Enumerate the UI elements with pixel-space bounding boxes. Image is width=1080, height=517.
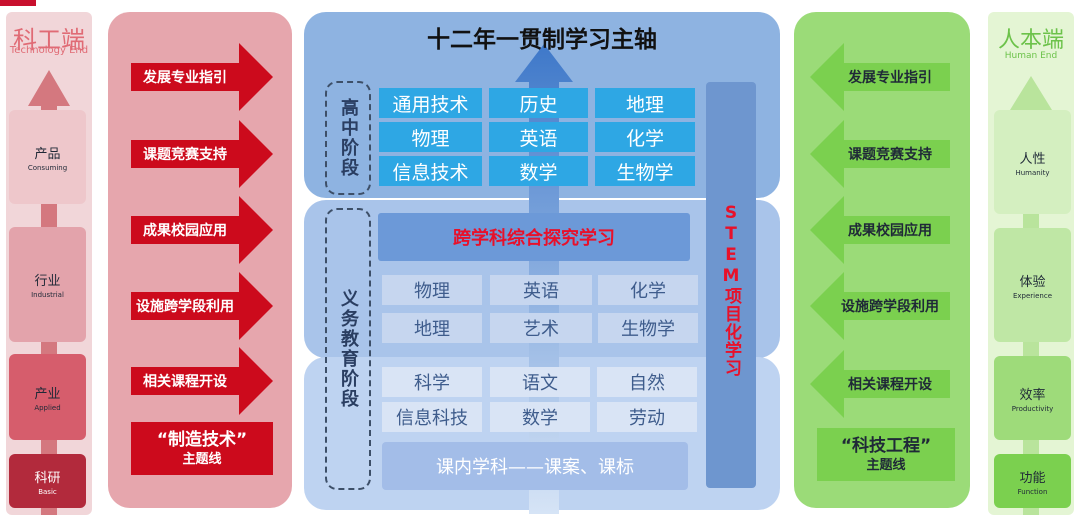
tier-applied-cn: 产业 <box>34 386 61 402</box>
hs-subject-chemistry: 化学 <box>595 122 695 152</box>
tier-industrial-en: Industrial <box>31 291 64 299</box>
left-arrow-3-label: 成果校园应用 <box>143 223 227 239</box>
left-arrow-4-label: 设施跨学段利用 <box>136 299 234 315</box>
human-end-title: 人本端 <box>997 28 1064 53</box>
technology-end-title: 科工端 <box>13 26 85 54</box>
main-axis-title: 十二年一贯制学习主轴 <box>427 27 657 53</box>
right-arrow-4: 设施跨学段利用 <box>810 272 950 340</box>
tier-experience-cn: 体验 <box>1019 274 1046 290</box>
left-arrow-2: 课题竞赛支持 <box>131 120 273 188</box>
left-arrow-5-label: 相关课程开设 <box>143 374 227 390</box>
tier-experience-en: Experience <box>1012 291 1053 300</box>
tier-productivity: 效率 Productivity <box>994 356 1071 440</box>
tier-basic-en: Basic <box>38 487 57 496</box>
ps-subject-science: 科学 <box>382 367 482 397</box>
tier-humanity-en: Humanity <box>1015 168 1050 177</box>
tier-industrial-cn: 行业 <box>34 274 61 289</box>
hs-subject-geography: 地理 <box>595 88 695 118</box>
right-arrow-5: 相关课程开设 <box>810 350 950 418</box>
left-arrow-4: 设施跨学段利用 <box>131 272 273 340</box>
right-arrow-2-label: 课题竞赛支持 <box>848 147 932 163</box>
right-arrow-1: 发展专业指引 <box>810 43 950 111</box>
tier-consuming-en: Consuming <box>27 163 68 172</box>
ms-subject-geography: 地理 <box>382 313 482 343</box>
high-school-label-box <box>325 81 371 195</box>
compulsory-label-box <box>325 208 371 490</box>
hs-subject-physics: 物理 <box>379 122 482 152</box>
tier-function-en: Function <box>1017 487 1048 496</box>
ms-subject-biology: 生物学 <box>598 313 698 343</box>
tier-experience: 体验 Experience <box>994 228 1071 342</box>
left-arrow-5: 相关课程开设 <box>131 347 273 415</box>
left-arrow-1: 发展专业指引 <box>131 43 273 111</box>
ms-subject-chemistry: 化学 <box>598 275 698 305</box>
tier-consuming: 产品 Consuming <box>9 110 86 204</box>
manufacturing-theme-title: “制造技术” <box>156 429 248 450</box>
tier-applied-en: Applied <box>34 403 61 412</box>
ms-subject-art: 艺术 <box>490 313 592 343</box>
tier-applied: 产业 Applied <box>9 354 86 440</box>
technology-end-subtitle: Technology End <box>9 45 89 56</box>
interdisciplinary-banner: 跨学科综合探究学习 <box>378 213 690 261</box>
human-end-subtitle: Human End <box>1004 51 1058 61</box>
hs-subject-general-tech: 通用技术 <box>379 88 482 118</box>
stem-project-label: STEM项目化学习 <box>721 203 741 377</box>
right-arrow-3: 成果校园应用 <box>810 196 950 264</box>
ps-subject-chinese: 语文 <box>490 367 590 397</box>
manufacturing-theme-subtitle: 主题线 <box>182 451 222 467</box>
ms-subject-english: 英语 <box>490 275 592 305</box>
compulsory-education-label: 义务教育阶段 <box>338 289 359 409</box>
tech-engineering-theme-title: “科技工程” <box>840 435 932 456</box>
ps-subject-labor: 劳动 <box>597 402 697 432</box>
right-arrow-4-label: 设施跨学段利用 <box>841 299 939 315</box>
tier-productivity-cn: 效率 <box>1019 387 1046 403</box>
left-arrow-3: 成果校园应用 <box>131 196 273 264</box>
tier-function-cn: 功能 <box>1019 470 1046 486</box>
corner-accent <box>0 0 36 6</box>
tech-engineering-theme-box: “科技工程” 主题线 <box>817 428 955 481</box>
manufacturing-theme-box: “制造技术” 主题线 <box>131 422 273 475</box>
hs-subject-biology: 生物学 <box>595 156 695 186</box>
high-school-label: 高中阶段 <box>338 98 359 178</box>
tier-humanity: 人性 Humanity <box>994 110 1071 214</box>
right-arrow-2: 课题竞赛支持 <box>810 120 950 188</box>
ps-subject-math: 数学 <box>490 402 590 432</box>
hs-subject-info-tech: 信息技术 <box>379 156 482 186</box>
left-arrow-2-label: 课题竞赛支持 <box>143 147 227 163</box>
tier-basic: 科研 Basic <box>9 454 86 508</box>
hs-subject-english: 英语 <box>489 122 588 152</box>
stem-project-bar <box>706 82 756 488</box>
ps-subject-info-sci: 信息科技 <box>382 402 482 432</box>
hs-subject-math: 数学 <box>489 156 588 186</box>
right-arrow-5-label: 相关课程开设 <box>848 377 932 393</box>
tier-consuming-cn: 产品 <box>34 146 61 162</box>
tier-industrial: 行业 Industrial <box>9 227 86 342</box>
hs-subject-history: 历史 <box>489 88 588 118</box>
tier-basic-cn: 科研 <box>34 470 61 486</box>
in-class-subjects-banner: 课内学科——课案、课标 <box>382 442 688 490</box>
right-arrow-1-label: 发展专业指引 <box>848 70 932 86</box>
ps-subject-nature: 自然 <box>597 367 697 397</box>
right-arrow-3-label: 成果校园应用 <box>848 223 932 239</box>
tier-function: 功能 Function <box>994 454 1071 508</box>
tier-humanity-cn: 人性 <box>1019 151 1046 167</box>
ms-subject-physics: 物理 <box>382 275 482 305</box>
tech-engineering-theme-subtitle: 主题线 <box>866 457 906 473</box>
left-arrow-1-label: 发展专业指引 <box>143 70 227 86</box>
tier-productivity-en: Productivity <box>1011 404 1054 413</box>
tech-engineering-theme-panel <box>794 12 970 508</box>
